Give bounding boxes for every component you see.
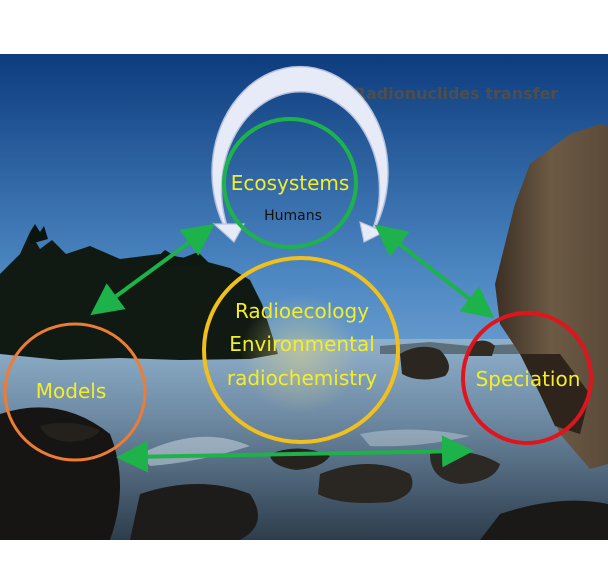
ecosystems-label: Ecosystems: [231, 171, 350, 195]
arrow-ecosystems-models: [100, 231, 205, 308]
arrow-ecosystems-speciation: [384, 232, 485, 311]
center-line-3: radiochemistry: [227, 366, 377, 390]
speciation-label: Speciation: [476, 367, 581, 391]
humans-label: Humans: [264, 208, 322, 224]
cycle-arrow-head-right: [360, 222, 384, 242]
arrow-models-speciation: [128, 451, 462, 457]
center-line-2: Environmental: [229, 332, 375, 356]
models-label: Models: [36, 379, 106, 403]
center-line-1: Radioecology: [235, 299, 369, 323]
diagram-title: Radionuclides transfer: [354, 84, 559, 103]
